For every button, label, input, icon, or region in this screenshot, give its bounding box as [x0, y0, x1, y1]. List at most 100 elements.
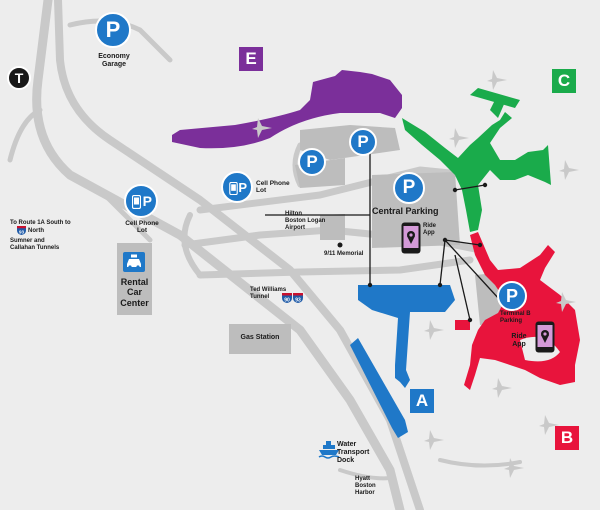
ferry-icon [318, 441, 340, 459]
walkway-central-a [439, 239, 446, 286]
parking-letter: P [238, 179, 247, 195]
memorial-node [337, 242, 343, 248]
airplane-icon [424, 320, 444, 340]
terminal-b-parking-icon[interactable]: P [497, 281, 527, 311]
route-1a-label: To Route 1A South to [10, 220, 71, 226]
node [467, 317, 473, 323]
ride-app-phone-icon[interactable] [535, 320, 555, 354]
terminal-b-badge[interactable]: B [555, 426, 579, 450]
node [367, 282, 373, 288]
ted-williams-label: Ted Williams Tunnel [250, 287, 287, 300]
airplane-icon [539, 415, 559, 435]
central-parking-label: Central Parking [372, 206, 439, 216]
cell-phone-lot-center-label: Cell Phone Lot [256, 180, 290, 195]
economy-garage-label: Economy Garage [98, 53, 130, 69]
highway-shield-number: 90 [284, 298, 290, 304]
node [482, 182, 488, 188]
cell-phone-lot-left-icon[interactable]: P [124, 184, 158, 218]
highway-shield-icon: 93 [17, 226, 26, 235]
terminal-e-parking-icon[interactable]: P [349, 128, 377, 156]
rental-car-icon [123, 252, 145, 272]
rental-car-center-label: Rental Car Center [120, 277, 149, 308]
parking-letter: P [142, 193, 152, 209]
terminal-b-parking-label: Terminal B Parking [500, 311, 531, 324]
terminal-b-west-stub [455, 320, 470, 330]
airplane-icon [504, 458, 524, 478]
main-highway-road [32, 0, 405, 510]
airplane-icon [449, 128, 469, 148]
airplanes [252, 70, 579, 478]
west-connector-road [7, 107, 43, 163]
parking-letter: P [357, 132, 369, 151]
terminal-c-letter: C [557, 71, 571, 90]
terminal-e-shape [172, 70, 402, 149]
terminal-a-shape [350, 285, 455, 438]
terminal-a-badge[interactable]: A [410, 389, 434, 413]
node [452, 187, 458, 193]
west-loop-road [181, 212, 203, 278]
walkway-b-west [454, 254, 471, 321]
node [477, 242, 483, 248]
gas-station-building [229, 324, 291, 354]
mbta-t-icon[interactable]: T [7, 66, 31, 90]
terminal-a-building [358, 285, 455, 388]
terminal-c-building [402, 112, 551, 232]
hyatt-road [438, 458, 522, 468]
airplane-icon [556, 292, 576, 312]
airplane-icon [252, 118, 272, 138]
water-transport-label: Water Transport Dock [337, 441, 370, 465]
parking-letter: P [505, 285, 518, 306]
central-parking-icon[interactable]: P [393, 172, 425, 204]
hyatt-label: Hyatt Boston Harbor [355, 476, 376, 496]
lot-parking-icon[interactable]: P [298, 148, 326, 176]
airplane-icon [487, 70, 507, 90]
walkway-nodes [337, 182, 488, 323]
economy-garage-parking-icon[interactable]: P [95, 12, 131, 48]
mbta-t-letter: T [14, 70, 24, 86]
airplane-icon [559, 160, 579, 180]
cell-phone-icon [229, 182, 238, 195]
terminal-a-satellite [350, 338, 408, 438]
walkway-b-garage [444, 239, 501, 301]
north-label: North [28, 228, 44, 234]
cell-phone-lot-left-label: Cell Phone Lot [125, 220, 159, 235]
rental-access-road [97, 187, 153, 243]
hilton-label: Hilton Boston Logan Airport [285, 211, 326, 231]
terminal-c-pier-stem [490, 98, 505, 118]
cell-phone-icon [132, 195, 141, 209]
terminal-e-building [172, 70, 402, 149]
terminal-c-north-pier [470, 88, 520, 108]
ride-app-b-label: Ride App [511, 333, 527, 349]
cell-phone-lot-center-icon[interactable]: P [221, 171, 253, 203]
highway-shield-icon: 90 [282, 293, 292, 303]
terminal-e-letter: E [245, 49, 257, 68]
terminal-e-badge[interactable]: E [239, 47, 263, 71]
highway-shield-icon: 93 [293, 293, 303, 303]
terminal-b-letter: B [560, 428, 574, 447]
dock-road [338, 468, 392, 481]
ride-app-phone-icon[interactable] [401, 222, 421, 254]
highway-shield-number: 93 [295, 298, 301, 304]
walkway-central-b [444, 239, 481, 246]
walkways [265, 145, 501, 321]
hilton-building [320, 214, 345, 240]
parking-letter: P [306, 152, 318, 171]
terminal-c-shape [402, 88, 551, 232]
memorial-label: 9/11 Memorial [324, 251, 364, 257]
highway-shield-number: 93 [19, 230, 25, 235]
airplane-icon [424, 430, 444, 450]
gas-station-label: Gas Station [240, 334, 280, 341]
terminal-a-letter: A [415, 391, 429, 410]
terminal-lower-road [196, 256, 474, 279]
airplane-icon [492, 378, 512, 398]
terminal-c-badge[interactable]: C [552, 69, 576, 93]
parking-letter: P [105, 17, 121, 42]
walkway-central-c [454, 184, 486, 191]
parking-letter: P [402, 177, 416, 198]
ride-app-central-label: Ride App [423, 223, 437, 236]
node [437, 282, 443, 288]
node [442, 237, 448, 243]
second-highway-road [54, 0, 424, 510]
